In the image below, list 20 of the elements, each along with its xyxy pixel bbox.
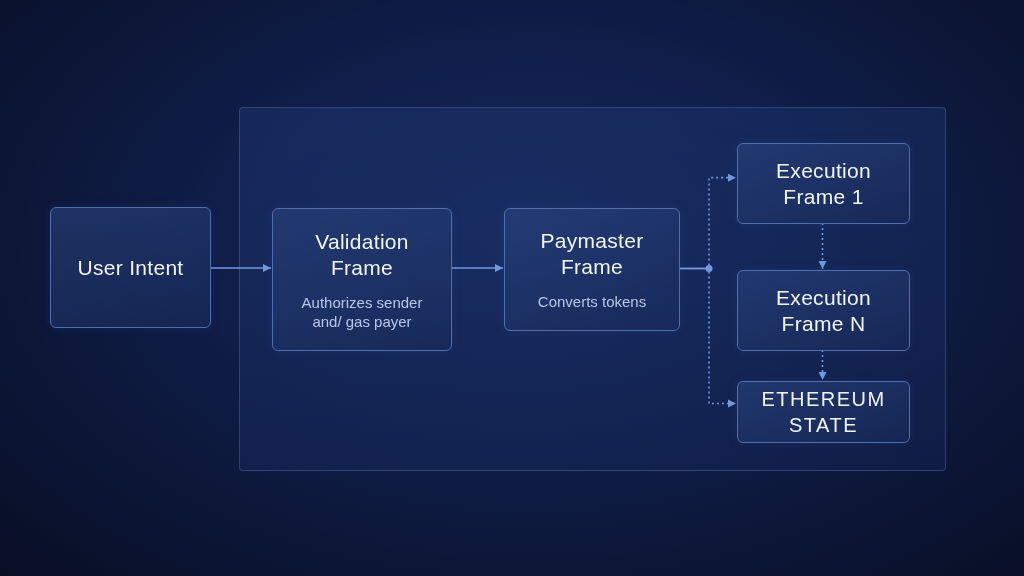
arrow bbox=[678, 267, 737, 408]
process-box bbox=[737, 143, 910, 224]
arrow bbox=[450, 264, 504, 272]
process-box bbox=[737, 381, 910, 443]
arrow bbox=[818, 222, 827, 270]
node-title: Execution Frame N bbox=[775, 284, 872, 337]
process-box bbox=[504, 208, 680, 331]
arrow bbox=[818, 349, 827, 381]
node-title: User Intent bbox=[77, 254, 184, 281]
node-title: Paymaster Frame bbox=[539, 228, 645, 280]
process-box bbox=[737, 270, 910, 351]
arrow bbox=[210, 264, 272, 272]
process-box bbox=[272, 208, 452, 351]
process-box bbox=[50, 207, 211, 328]
node-title: ETHEREUM STATE bbox=[760, 387, 887, 438]
node-title: Validation Frame bbox=[314, 228, 410, 281]
node-title: Execution Frame 1 bbox=[775, 157, 872, 210]
container-panel bbox=[239, 107, 946, 471]
node-description: Authorizes sender and/ gas payer bbox=[300, 292, 424, 331]
node-description: Converts tokens bbox=[537, 292, 647, 311]
